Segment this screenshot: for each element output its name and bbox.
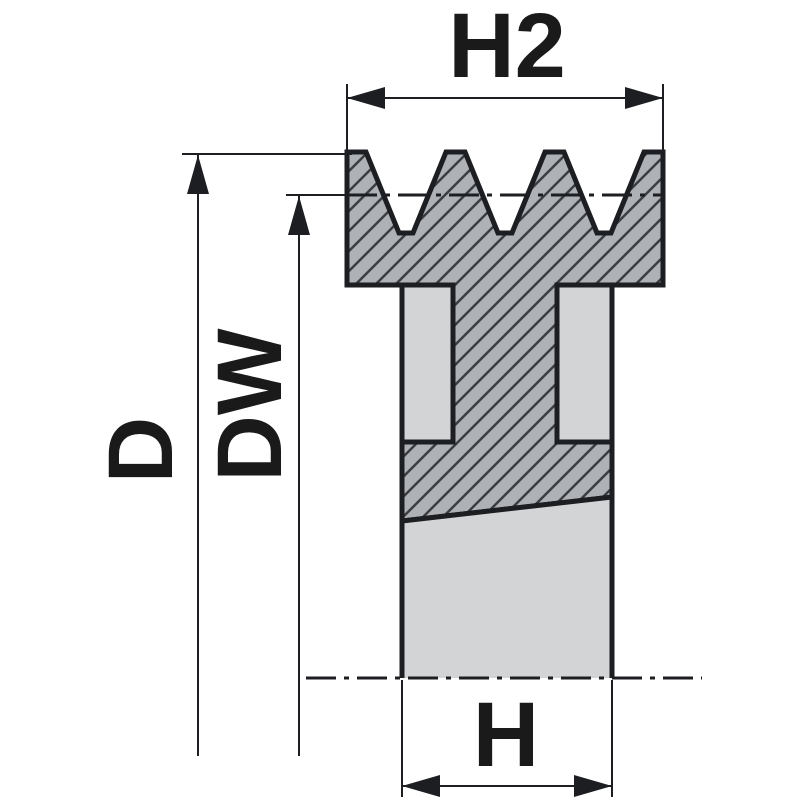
bush-slot-left: [399, 282, 456, 445]
bore-region-edges: [399, 494, 615, 678]
bore-region: [402, 497, 612, 678]
d-arrow-up-icon: [187, 155, 209, 194]
pulley-sectioned-body: [344, 149, 666, 524]
d-label: D: [90, 417, 192, 483]
h2-arrow-right-icon: [625, 87, 663, 109]
h-arrow-right-icon: [574, 775, 612, 797]
dimension-d: D: [90, 153, 352, 756]
h-label: H: [473, 684, 539, 786]
dimension-dw: DW: [199, 194, 352, 756]
h2-arrow-left-icon: [347, 87, 385, 109]
dimension-h2: H2: [346, 0, 664, 160]
dw-arrow-up-icon: [288, 196, 310, 235]
h-arrow-left-icon: [402, 775, 440, 797]
h2-label: H2: [448, 0, 566, 97]
dimension-h: H: [401, 680, 613, 797]
bush-slot-right: [554, 282, 615, 445]
dw-label: DW: [199, 328, 301, 481]
